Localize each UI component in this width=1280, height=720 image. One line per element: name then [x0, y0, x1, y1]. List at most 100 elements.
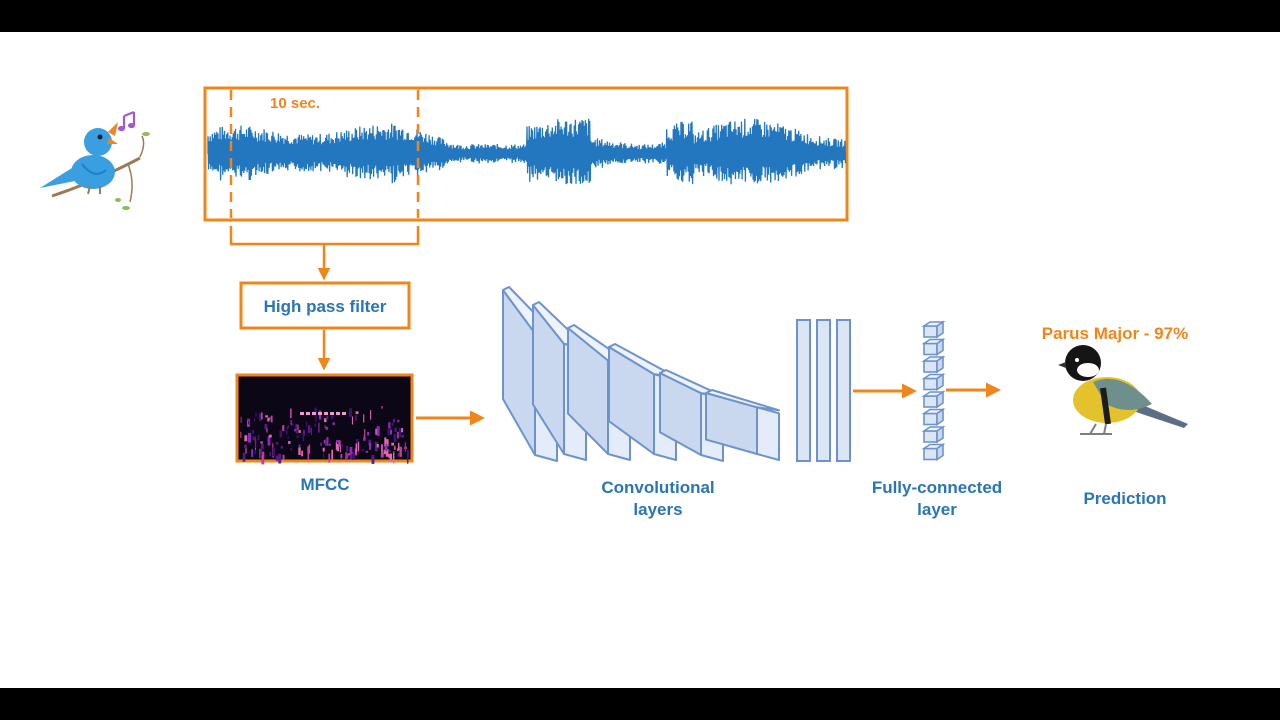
spectrogram-cell [286, 425, 289, 430]
spectrogram-cell [240, 416, 242, 423]
spectrogram-cell [397, 453, 400, 457]
spectrogram-cell [253, 417, 256, 422]
spectrogram-cell [369, 443, 372, 450]
spectrogram-cell [363, 437, 366, 441]
spectrogram-cell [314, 407, 317, 416]
spectrogram-cell [349, 446, 353, 455]
spectrogram-cell [355, 443, 358, 452]
spectrogram-cell [298, 447, 301, 455]
spectrogram-cell [272, 443, 274, 451]
spectrogram-cell [302, 433, 305, 442]
spectrogram-cell [305, 421, 308, 427]
spectrogram-cell [388, 454, 390, 458]
spectrogram-cell [253, 436, 256, 441]
spectrogram-cell [406, 450, 410, 458]
spectrogram-cell [336, 446, 339, 449]
spectrogram-cell [326, 437, 329, 446]
spectrogram-cell [275, 455, 279, 461]
flatten-bar [796, 319, 811, 462]
spectrogram-cell [376, 444, 379, 448]
fc-neuron [923, 430, 938, 443]
spectrogram-cell [397, 431, 399, 439]
spectrogram-cell [260, 449, 263, 455]
filter-label: High pass filter [264, 297, 387, 316]
spectrogram-cell [346, 445, 349, 452]
spectrogram-cell [260, 412, 263, 420]
spectrogram-cell [312, 412, 316, 415]
spectrogram-cell [384, 437, 387, 447]
spectrogram-cell [254, 449, 257, 454]
spectrogram-cell [288, 441, 291, 444]
fc-neuron [923, 342, 938, 356]
fc-neuron-side [936, 373, 944, 391]
spectrogram-cell [384, 442, 386, 452]
singing-bird-icon [40, 122, 150, 210]
spectrogram-cell [345, 452, 347, 461]
spectrogram-cell [374, 441, 378, 452]
spectrogram-cell [361, 449, 364, 452]
spectrogram-cell [356, 439, 359, 449]
spectrogram-cell [404, 442, 406, 452]
spectrogram-energy [240, 406, 410, 465]
spectrogram-cell [314, 423, 316, 427]
spectrogram-cell [331, 449, 333, 460]
fc-neuron-side [936, 390, 944, 409]
mfcc-spectrogram: MFCC [235, 373, 414, 494]
flatten-layer [796, 319, 851, 462]
spectrogram-cell [330, 412, 334, 415]
spectrogram-cell [251, 430, 255, 434]
spectrogram-cell [397, 419, 400, 423]
spectrogram-cell [350, 450, 352, 460]
fc-neuron-side [936, 443, 944, 461]
fully-connected-layer [921, 320, 946, 461]
spectrogram-cell [300, 412, 304, 415]
spectrogram-cell [244, 435, 248, 442]
spectrogram-cell [355, 411, 359, 415]
spectrogram-cell [394, 427, 397, 432]
spectrogram-cell [389, 449, 391, 452]
spectrogram-cell [280, 446, 283, 449]
spectrogram-cell [267, 417, 270, 422]
spectrogram-cell [341, 444, 343, 448]
spectrogram-cell [347, 454, 349, 459]
spectrogram-cell [391, 422, 394, 426]
spectrogram-cell [332, 422, 335, 425]
prediction-label: Prediction [1083, 489, 1166, 508]
fc-neuron-side [936, 338, 944, 356]
spectrogram-cell [328, 443, 331, 446]
audio-waveform-panel: 10 sec. [203, 86, 849, 222]
spectrogram-cell [282, 425, 285, 431]
spectrogram-cell [278, 453, 282, 464]
fc-label-line2: layer [917, 500, 957, 519]
spectrogram-cell [326, 415, 329, 420]
spectrogram-cell [330, 414, 334, 420]
spectrogram-cell [298, 430, 301, 433]
flatten-bar [836, 319, 851, 462]
spectrogram-cell [367, 432, 370, 436]
segment-bracket [229, 226, 420, 281]
spectrogram-cell [380, 452, 384, 458]
spectrogram-cell [325, 439, 327, 446]
spectrogram-cell [401, 428, 403, 433]
fc-neuron [923, 412, 938, 426]
spectrogram-cell [386, 439, 389, 447]
letterbox-bottom [0, 688, 1280, 720]
spectrogram-cell [279, 430, 283, 438]
spectrogram-cell [264, 424, 268, 430]
spectrogram-cell [261, 455, 265, 465]
convolutional-layers [502, 286, 780, 462]
spectrogram-cell [302, 429, 305, 435]
spectrogram-cell [266, 428, 268, 433]
spectrogram-cell [306, 412, 310, 415]
high-pass-filter-box: High pass filter [239, 281, 411, 330]
spectrogram-cell [328, 453, 331, 463]
audio-waveform [207, 118, 847, 185]
spectrogram-cell [286, 430, 288, 435]
spectrogram-cell [260, 441, 263, 444]
prediction-result: Parus Major - 97% [1042, 324, 1188, 343]
conv-block-face [705, 389, 780, 412]
spectrogram-cell [261, 443, 264, 450]
spectrogram-cell [261, 451, 265, 457]
spectrogram-cell [392, 453, 395, 464]
spectrogram-cell [323, 452, 325, 458]
